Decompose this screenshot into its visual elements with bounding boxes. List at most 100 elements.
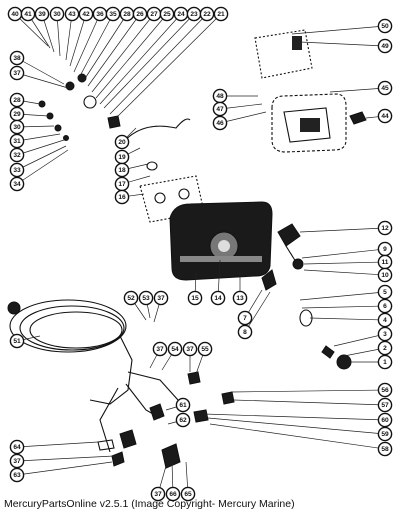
callout-number: 52: [127, 295, 135, 302]
callout-part-33: 33: [9, 162, 25, 178]
callout-part-38: 38: [9, 50, 25, 66]
callout-leader-line: [209, 423, 386, 450]
callout-leader-line: [16, 145, 67, 171]
callout-circle: [377, 18, 393, 34]
callout-part-5: 5: [377, 284, 393, 300]
callout-leader-line: [16, 461, 113, 476]
callout-part-43: 43: [64, 6, 80, 22]
callout-number: 24: [177, 11, 185, 18]
callout-leader-line: [83, 13, 128, 81]
callout-part-37: 37: [182, 341, 198, 357]
callout-number: 28: [123, 11, 131, 18]
callout-circle: [159, 6, 175, 22]
callout-part-13: 13: [232, 290, 248, 306]
callout-number: 37: [157, 295, 165, 302]
callout-number: 15: [191, 295, 199, 302]
callout-circle: [182, 341, 198, 357]
callout-circle: [64, 6, 80, 22]
callout-part-1: 1: [377, 354, 393, 370]
callout-part-41: 41: [20, 6, 36, 22]
callout-part-55: 55: [197, 341, 213, 357]
callout-part-66: 66: [165, 486, 181, 502]
callout-number: 45: [381, 85, 389, 92]
callout-circle: [377, 108, 393, 124]
callout-number: 56: [381, 387, 389, 394]
callout-part-25: 25: [159, 6, 175, 22]
callout-part-2: 2: [377, 340, 393, 356]
callout-circle: [232, 290, 248, 306]
callout-circle: [377, 38, 393, 54]
callout-number: 54: [171, 346, 179, 353]
callout-leader-line: [103, 13, 195, 109]
callout-number: 53: [142, 295, 150, 302]
callout-part-18: 18: [114, 162, 130, 178]
callout-circle: [9, 467, 25, 483]
callout-number: 27: [150, 11, 158, 18]
callout-part-36: 36: [92, 6, 108, 22]
remote-control-housing: [169, 201, 273, 281]
callout-leader-line: [299, 227, 386, 233]
callout-part-15: 15: [187, 290, 203, 306]
callout-part-40: 40: [7, 6, 23, 22]
callout-circle: [377, 441, 393, 457]
callout-part-11: 11: [377, 254, 393, 270]
callout-number: 35: [109, 11, 117, 18]
callout-circle: [212, 101, 228, 117]
callout-number: 58: [381, 446, 389, 453]
callout-circle: [377, 397, 393, 413]
callout-number: 66: [169, 491, 177, 498]
callout-circle: [167, 341, 183, 357]
callout-circle: [237, 310, 253, 326]
wiring-harness: [7, 299, 179, 453]
callout-part-8: 8: [237, 324, 253, 340]
callout-part-37: 37: [9, 453, 25, 469]
callout-leader-line: [207, 417, 386, 435]
callout-part-37: 37: [9, 65, 25, 81]
callout-circle: [377, 340, 393, 356]
callout-part-47: 47: [212, 101, 228, 117]
callout-part-46: 46: [212, 115, 228, 131]
callout-part-3: 3: [377, 326, 393, 342]
callout-leader-line: [16, 139, 65, 156]
callout-number: 40: [11, 11, 19, 18]
callout-part-28: 28: [119, 6, 135, 22]
callout-number: 12: [381, 225, 389, 232]
callout-circle: [377, 220, 393, 236]
callout-number: 3: [383, 331, 387, 338]
callout-part-51: 51: [9, 333, 25, 349]
callout-number: 57: [381, 402, 389, 409]
callout-circle: [237, 324, 253, 340]
callout-circle: [197, 341, 213, 357]
callout-circle: [175, 397, 191, 413]
callout-circle: [212, 115, 228, 131]
callout-circle: [210, 290, 226, 306]
callout-number: 31: [13, 138, 21, 145]
callout-number: 38: [13, 55, 21, 62]
callout-circle: [9, 50, 25, 66]
callout-circle: [49, 6, 65, 22]
callout-leader-line: [231, 389, 386, 393]
callout-number: 17: [118, 181, 126, 188]
image-caption: MercuryPartsOnline v2.5.1 (Image Copyrig…: [4, 498, 295, 510]
callout-leader-line: [16, 455, 115, 462]
callout-part-31: 31: [9, 133, 25, 149]
callout-circle: [377, 267, 393, 283]
callout-number: 60: [381, 417, 389, 424]
callout-circle: [114, 162, 130, 178]
callout-part-57: 57: [377, 397, 393, 413]
callout-part-63: 63: [9, 467, 25, 483]
callout-number: 42: [82, 11, 90, 18]
callout-number: 10: [381, 272, 389, 279]
callout-circle: [9, 92, 25, 108]
callout-leader-line: [79, 13, 114, 77]
callout-leader-line: [303, 269, 386, 276]
callout-number: 11: [382, 259, 389, 266]
callout-number: 55: [201, 346, 209, 353]
callout-part-29: 29: [9, 106, 25, 122]
callout-part-24: 24: [173, 6, 189, 22]
callout-leader-line: [99, 13, 182, 105]
callout-part-9: 9: [377, 241, 393, 257]
callout-part-6: 6: [377, 298, 393, 314]
callout-part-58: 58: [377, 441, 393, 457]
